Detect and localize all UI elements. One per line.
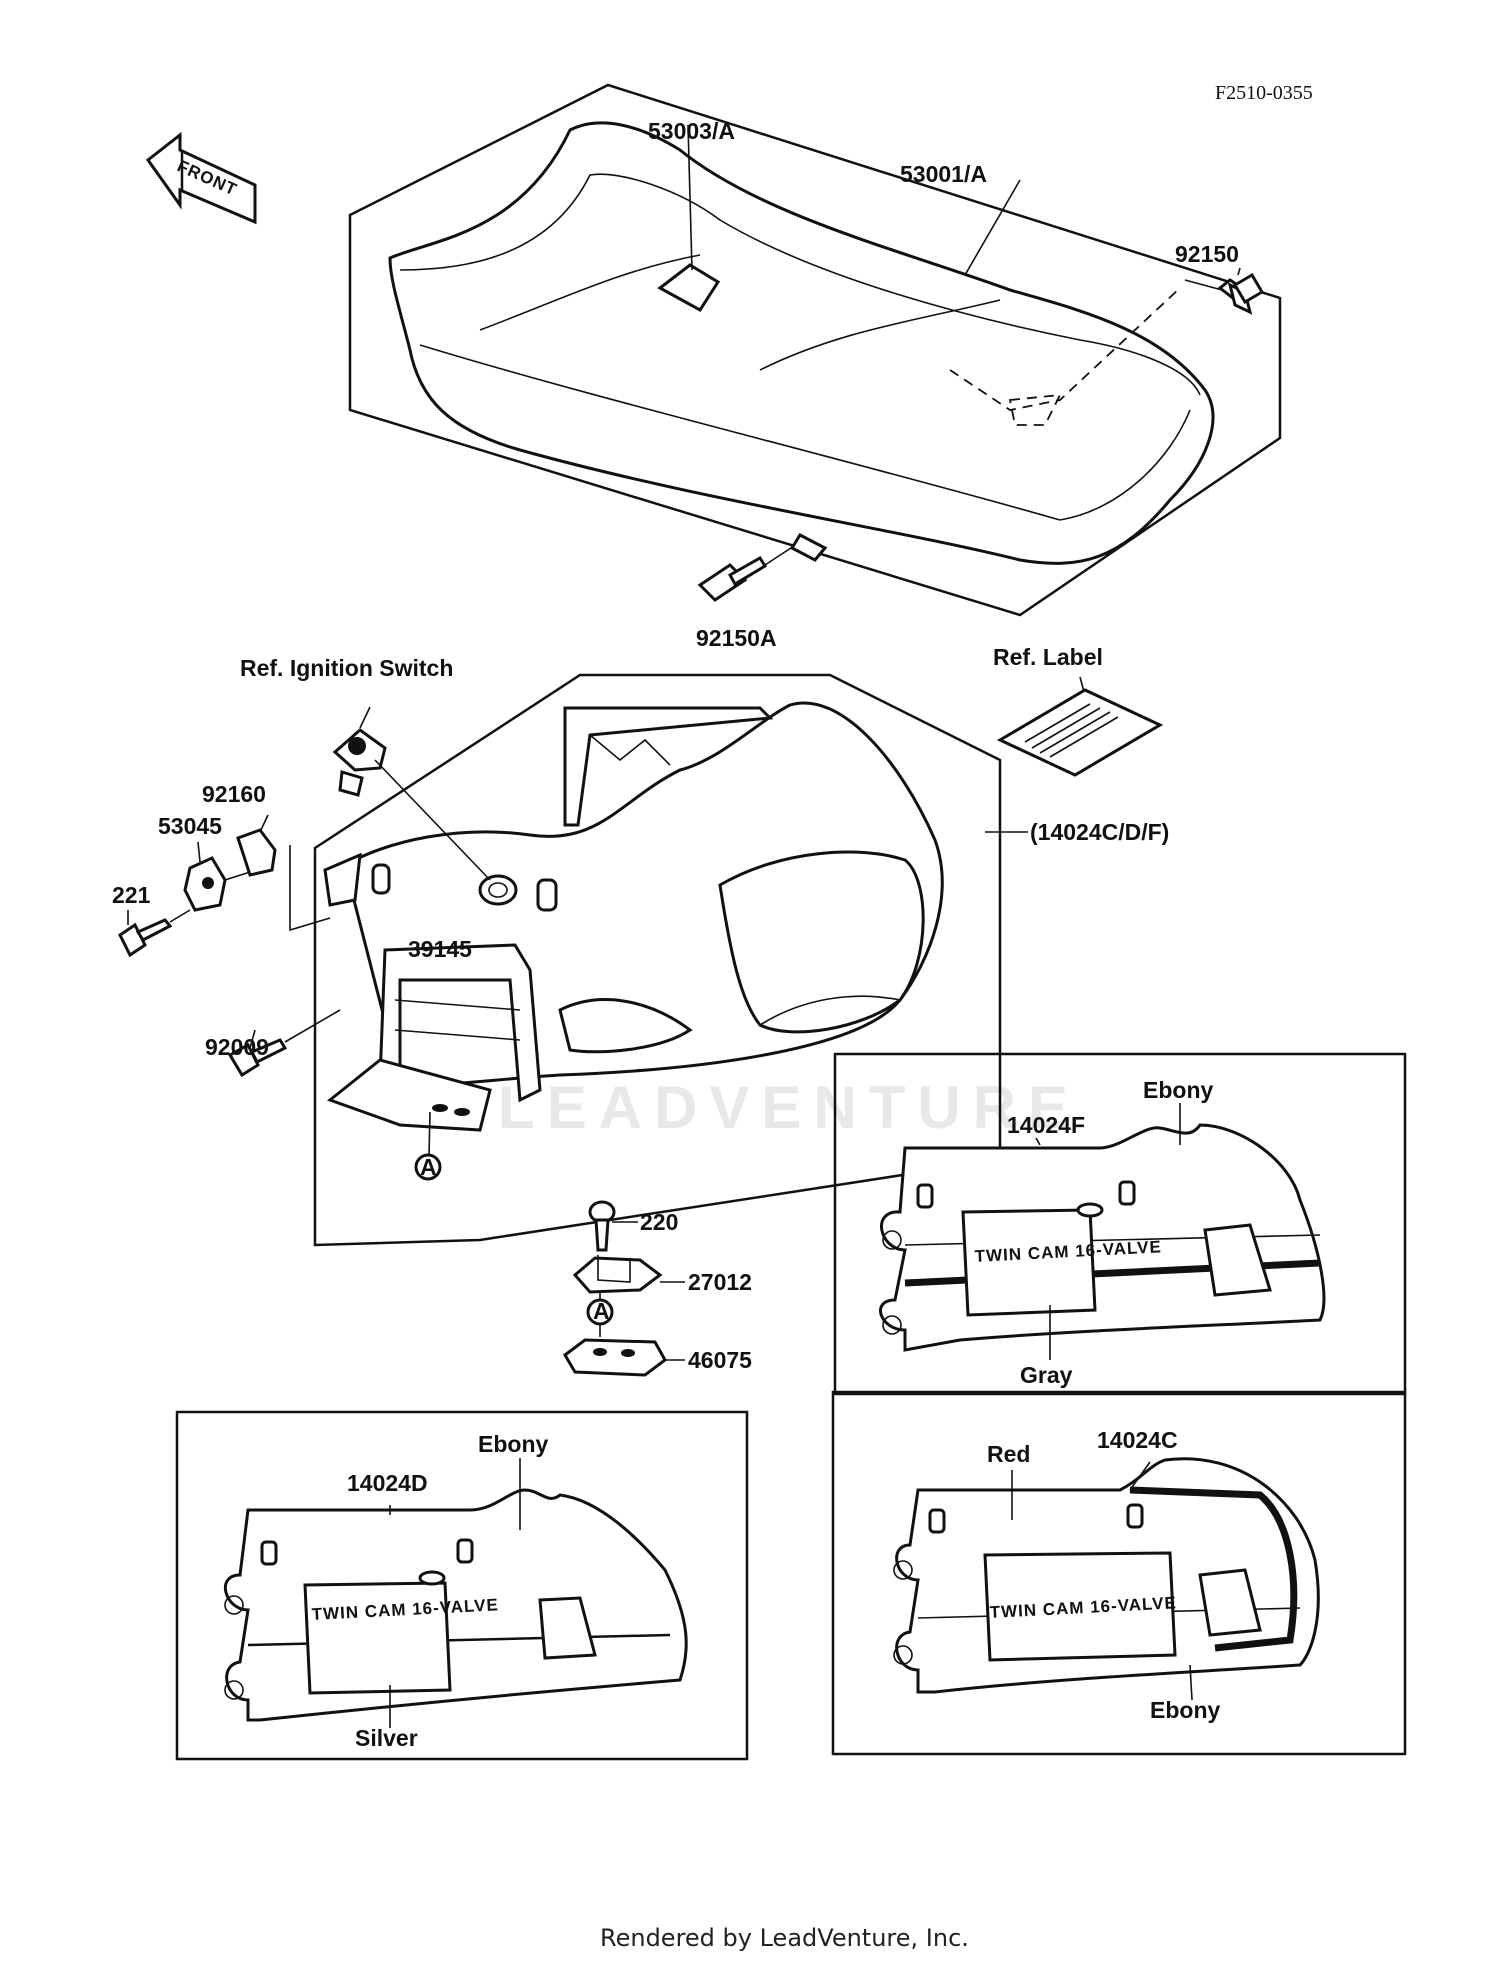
variant-f-body: [879, 1123, 1326, 1352]
screw-221-icon: [118, 918, 173, 958]
label-53001: 53001/A: [900, 161, 987, 187]
tail-vent: [558, 998, 693, 1054]
seat-group-outline: [348, 83, 1282, 617]
rear-mount-guide: [949, 287, 1181, 411]
variant-c-top-color: Red: [987, 1441, 1030, 1467]
label-46075: 46075: [688, 1347, 752, 1373]
variant-14024f: TWIN CAM 16-VALVE: [833, 1052, 1407, 1396]
bolt-92150-icon: [1217, 272, 1265, 315]
watermark: LEADVENTURE: [498, 877, 1080, 1141]
seat-cover-tab: [657, 263, 721, 312]
label-53003: 53003/A: [648, 118, 735, 144]
label-ref-label: Ref. Label: [993, 644, 1103, 670]
tail-opening: [718, 850, 925, 1034]
variant-d-box: [175, 1410, 749, 1761]
label-92009: 92009: [205, 1034, 269, 1060]
label-92160: 92160: [202, 781, 266, 807]
label-ignition-ref: Ref. Ignition Switch: [240, 655, 453, 681]
label-221: 221: [112, 882, 151, 908]
diagram-id: F2510-0355: [1215, 82, 1313, 104]
variant-f-top-color: Ebony: [1143, 1077, 1213, 1103]
front-mount-tab: [789, 533, 828, 562]
watermark-text: LEADVENTURE: [498, 1074, 1080, 1141]
label-sticker-icon: [996, 688, 1164, 777]
variant-14024c: TWIN CAM 16-VALVE: [831, 1390, 1407, 1756]
label-14024-set: (14024C/D/F): [1030, 819, 1169, 845]
label-ref-a2: A: [593, 1298, 610, 1324]
variant-c-bottom-color: Ebony: [1150, 1697, 1220, 1723]
label-39145: 39145: [408, 936, 472, 962]
variant-d-vent: [538, 1596, 597, 1660]
label-220: 220: [640, 1209, 678, 1235]
variant-f-part: 14024F: [1007, 1112, 1085, 1138]
bolt-92150a-icon: [697, 555, 768, 602]
left-bracket: [323, 852, 362, 907]
screw-220-icon: [588, 1200, 616, 1252]
variant-f-box: [833, 1052, 1407, 1396]
label-53045: 53045: [158, 813, 222, 839]
clip-92160-icon: [236, 828, 277, 877]
ignition-switch-icon: [332, 728, 387, 797]
variant-d-part: 14024D: [347, 1470, 428, 1496]
mount-hardware: [563, 1200, 685, 1377]
label-92150: 92150: [1175, 241, 1239, 267]
variant-c-box: [831, 1390, 1407, 1756]
variant-d-top-color: Ebony: [478, 1431, 548, 1457]
variant-f-bottom-color: Gray: [1020, 1362, 1073, 1388]
damper-46075-icon: [563, 1338, 667, 1377]
variant-14024d: TWIN CAM 16-VALVE: [175, 1410, 749, 1761]
variant-d-bottom-color: Silver: [355, 1725, 418, 1751]
variant-c-vent: [1198, 1568, 1262, 1637]
bolt-92009-icon: [227, 1038, 288, 1078]
ref-a-circle: [414, 1153, 442, 1181]
tail-cover-assembly: [118, 673, 1164, 1247]
footer-text: Rendered by LeadVenture, Inc.: [600, 1924, 969, 1952]
plate-27012-icon: [572, 1255, 663, 1294]
label-ref-a: A: [420, 1154, 437, 1180]
variant-c-part: 14024C: [1097, 1427, 1178, 1453]
variant-d-panel: [303, 1581, 452, 1695]
hook-53045-icon: [183, 856, 227, 912]
slot-1: [536, 878, 558, 912]
label-92150a: 92150A: [696, 625, 777, 651]
lower-plate: [326, 1058, 492, 1132]
variant-f-vent: [1203, 1223, 1272, 1297]
variant-f-panel: [961, 1208, 1097, 1317]
seat-assembly: [348, 83, 1282, 617]
front-arrow-icon: FRONT: [145, 131, 257, 225]
ignition-hole: [478, 874, 518, 906]
slot-2: [371, 863, 391, 895]
label-27012: 27012: [688, 1269, 752, 1295]
tail-group-outline: [313, 673, 1002, 1247]
seat-body: [388, 121, 1215, 565]
variant-c-panel: [983, 1551, 1177, 1662]
